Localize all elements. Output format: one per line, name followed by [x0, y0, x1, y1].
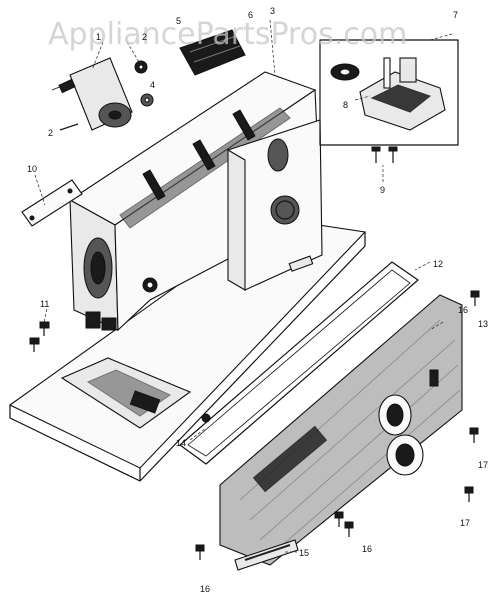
callout-3: 3	[270, 6, 275, 16]
callout-4: 4	[150, 80, 155, 90]
cushion-pad	[179, 29, 246, 76]
callout-17a: 17	[478, 460, 488, 470]
callout-labels: 1 2 2 3 4 5 6 7 8 9 10 11 12 13 14 15 16…	[27, 6, 488, 594]
callout-16b: 16	[362, 544, 372, 554]
callout-2a: 2	[48, 128, 53, 138]
callout-17b: 17	[460, 518, 470, 528]
callout-6: 6	[248, 10, 253, 20]
callout-15: 15	[299, 548, 309, 558]
callout-2b: 2	[142, 32, 147, 42]
callout-10: 10	[27, 164, 37, 174]
small-fasteners	[59, 60, 154, 131]
motor-assembly	[51, 57, 133, 131]
screws-16-17	[195, 290, 480, 560]
callout-16c: 16	[200, 584, 210, 594]
base-plate	[8, 217, 367, 482]
screws-11	[29, 321, 50, 352]
leader-lines	[34, 19, 453, 553]
nameplate-15	[234, 539, 299, 571]
callout-12: 12	[433, 259, 443, 269]
gasket-12	[179, 261, 419, 465]
callout-8: 8	[343, 100, 348, 110]
watermark-text: AppliancePartsPros.com	[48, 17, 407, 52]
callout-7: 7	[453, 10, 458, 20]
callout-14: 14	[176, 438, 186, 448]
callout-1: 1	[96, 32, 101, 42]
plate-10	[21, 179, 83, 227]
bottom-cover-13	[219, 294, 463, 566]
machine-frame	[68, 71, 323, 332]
inset-detail-box	[319, 39, 459, 163]
callout-5: 5	[176, 16, 181, 26]
callout-9: 9	[380, 185, 385, 195]
callout-16a: 16	[458, 305, 468, 315]
callout-11: 11	[40, 299, 49, 309]
callout-13: 13	[478, 319, 488, 329]
